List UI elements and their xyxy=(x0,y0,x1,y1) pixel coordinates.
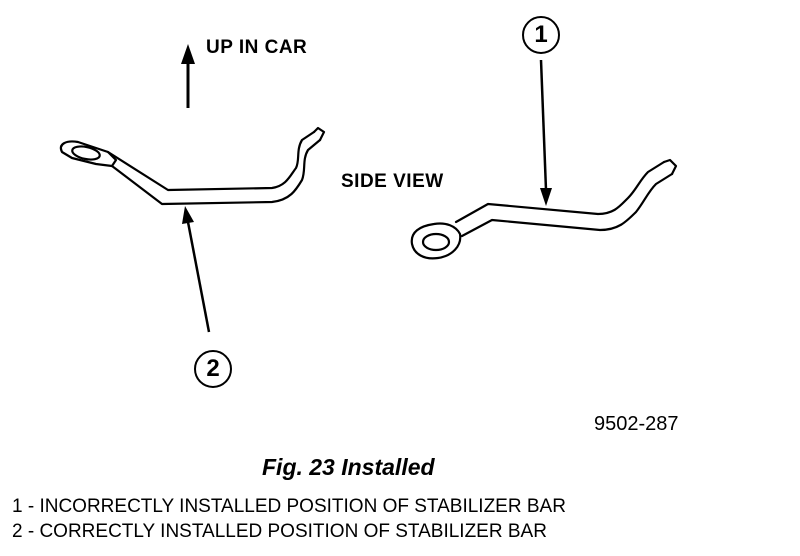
figure-legend: 1 - INCORRECTLY INSTALLED POSITION OF ST… xyxy=(12,494,566,544)
legend-item-2: 2 - CORRECTLY INSTALLED POSITION OF STAB… xyxy=(12,521,547,542)
up-in-car-arrow xyxy=(181,44,195,108)
up-in-car-label: UP IN CAR xyxy=(206,37,308,58)
legend-item-1: 1 - INCORRECTLY INSTALLED POSITION OF ST… xyxy=(12,496,566,517)
callout-2: 2 xyxy=(194,350,232,388)
figure-code: 9502-287 xyxy=(594,413,679,435)
stabilizer-bar-incorrect xyxy=(410,158,678,260)
callout-2-leader xyxy=(182,206,211,333)
side-view-label: SIDE VIEW xyxy=(341,171,444,192)
stabilizer-bar-correct xyxy=(59,126,326,206)
callout-1: 1 xyxy=(522,16,560,54)
figure-title: Fig. 23 Installed xyxy=(262,454,435,480)
callout-1-leader xyxy=(539,59,552,206)
